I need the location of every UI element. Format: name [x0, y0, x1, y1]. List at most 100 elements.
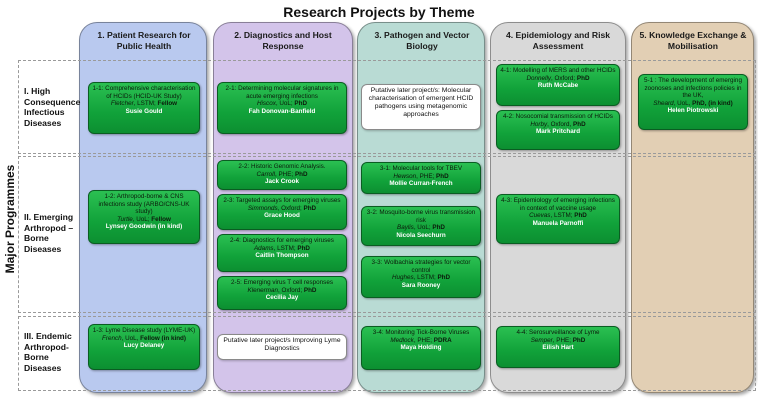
supervisor-name: Hughes [391, 274, 414, 282]
project-box-1-2: 1-2: Arthropod-borne & CNS infections st… [88, 190, 200, 244]
project-title: 4-4: Serosurveillance of Lyme [516, 329, 600, 336]
institution: , UoL, [673, 99, 693, 107]
position-type: Fellow (in kind) [140, 334, 186, 342]
institution: , Oxford; [551, 74, 577, 82]
project-box-2-3: 2-3: Targeted assays for emerging viruse… [217, 194, 347, 230]
position-type: PhD [437, 274, 451, 282]
student-name: Mark Pritchard [535, 128, 581, 136]
project-title: 3-3: Wolbachia strategies for vector con… [371, 259, 471, 274]
project-box-5-1: 5-1 : The development of emerging zoonos… [638, 74, 748, 130]
theme-header-2: 2. Diagnostics and Host Response [234, 30, 332, 51]
student-name: Mollie Curran-French [389, 180, 453, 188]
student-name: Maya Holding [400, 344, 442, 352]
student-name: Cecilia Jay [265, 294, 299, 302]
supervisor-name: Simmonds [247, 204, 278, 212]
institution: , UoL; [132, 215, 152, 223]
institution: , UoL; [413, 224, 433, 232]
project-box-2-5: 2-5: Emerging virus T cell responses Kle… [217, 276, 347, 310]
project-title: 3-1: Molecular tools for TBEV [379, 165, 463, 172]
student-name: Caitlin Thompson [255, 252, 309, 260]
row-label-endemic: III. Endemic Arthropod-Borne Diseases [24, 331, 72, 373]
project-title: 2-3: Targeted assays for emerging viruse… [223, 197, 341, 204]
student-name: Helen Piotrowski [667, 107, 719, 115]
project-box-2-2: 2-2: Historic Genomic Analysis. Carroll,… [217, 160, 347, 190]
supervisor-name: Fletcher [110, 100, 134, 108]
position-type: PhD [297, 244, 310, 252]
side-label-major-programmes: Major Programmes [3, 164, 17, 274]
institution: , LSTM; [550, 212, 575, 220]
theme-header-5: 5. Knowledge Exchange & Mobilisation [639, 30, 747, 51]
supervisor-name: Adams [253, 244, 274, 252]
position-type: PhD [436, 172, 449, 180]
project-title: 5-1 : The development of emerging zoonos… [644, 77, 742, 100]
supervisor-name: Hiscox [256, 100, 276, 108]
position-type: PhD [303, 286, 317, 294]
supervisor-name: Turtle [117, 215, 133, 223]
institution: , PHE; [413, 336, 434, 344]
position-type: PhD [294, 170, 308, 178]
institution: , PHE; [552, 336, 573, 344]
position-type: Fellow [157, 100, 178, 108]
project-box-3-3: 3-3: Wolbachia strategies for vector con… [361, 256, 481, 298]
supervisor-name: Hewson [393, 172, 417, 180]
theme-header-3: 3. Pathogen and Vector Biology [374, 30, 470, 51]
row-band-endemic [18, 316, 756, 391]
position-type: PhD [303, 204, 317, 212]
institution: , PHE; [416, 172, 437, 180]
project-title: 3-4: Monitoring Tick-Borne Viruses [372, 329, 470, 336]
student-name: Manuela Parnoffi [532, 219, 584, 227]
student-name: Susie Gould [125, 107, 163, 115]
position-type: PhD, (in kind) [692, 99, 733, 107]
position-type: PhD [432, 224, 445, 232]
project-title: 1-1: Comprehensive characterisation of H… [92, 85, 196, 100]
theme-header-4: 4. Epidemiology and Risk Assessment [505, 30, 611, 51]
institution: , PHE; [274, 170, 295, 178]
position-type: PhD [572, 336, 586, 344]
supervisor-name: Cuevas [529, 212, 551, 220]
project-title: 4-3: Epidemiology of emerging infections… [501, 197, 615, 212]
supervisor-name: Horby [530, 120, 548, 128]
student-name: Lucy Delaney [123, 342, 165, 350]
project-box-3-4: 3-4: Monitoring Tick-Borne Viruses Medlo… [361, 326, 481, 370]
student-name: Fah Donovan-Banfield [248, 107, 316, 115]
position-type: PDRA [433, 336, 452, 344]
supervisor-name: French [102, 334, 122, 342]
row-band-high-consequence [18, 60, 756, 154]
project-title: 3-2: Mosquito-borne virus transmission r… [366, 209, 476, 224]
supervisor-name: Donnelly [526, 74, 551, 82]
institution: , Oxford; [277, 204, 304, 212]
institution: , Oxford; [277, 286, 304, 294]
institution: , UoL; [275, 100, 295, 108]
project-box-1-1: 1-1: Comprehensive characterisation of H… [88, 82, 200, 134]
project-box-3-1: 3-1: Molecular tools for TBEV Hewson, PH… [361, 162, 481, 194]
project-title: 1-3: Lyme Disease study (LYME-UK) [92, 327, 196, 334]
supervisor-name: Baylis [397, 224, 414, 232]
project-box-4-4: 4-4: Serosurveillance of Lyme Semper, PH… [496, 326, 620, 368]
project-title: 4-1: Modelling of MERS and other HCIDs [500, 67, 616, 74]
project-title: Putative later project/s Improving Lyme … [223, 337, 341, 352]
row-label-emerging: II. Emerging Arthropod – Borne Diseases [24, 212, 74, 254]
institution: , LSTM; [133, 100, 158, 108]
project-title: 2-4: Diagnostics for emerging viruses [230, 237, 334, 244]
project-box-1-3: 1-3: Lyme Disease study (LYME-UK) French… [88, 324, 200, 370]
student-name: Sara Rooney [401, 281, 441, 289]
student-name: Eilish Hart [542, 344, 574, 352]
row-label-high-consequence: I. High Consequence Infectious Diseases [24, 86, 81, 128]
institution: , Oxford, [547, 120, 574, 128]
position-type: PhD [294, 100, 308, 108]
institution: , UoL, [121, 334, 141, 342]
supervisor-name: Sheard [653, 99, 674, 107]
position-type: PhD [573, 120, 586, 128]
position-type: PhD [574, 212, 587, 220]
supervisor-name: Klenerman [247, 286, 278, 294]
institution: , LSTM; [413, 274, 438, 282]
theme-header-1: 1. Patient Research for Public Health [97, 30, 191, 51]
project-title: 1-2: Arthropod-borne & CNS infections st… [98, 193, 190, 216]
project-title: 2-2: Historic Genomic Analysis. [238, 163, 326, 170]
row-band-emerging [18, 156, 756, 313]
project-title: Putative later project/s: Molecular char… [368, 87, 474, 118]
supervisor-name: Carroll [256, 170, 275, 178]
supervisor-name: Medlock [390, 336, 414, 344]
student-name: Grace Hood [264, 212, 300, 220]
project-box-2-4: 2-4: Diagnostics for emerging viruses Ad… [217, 234, 347, 272]
